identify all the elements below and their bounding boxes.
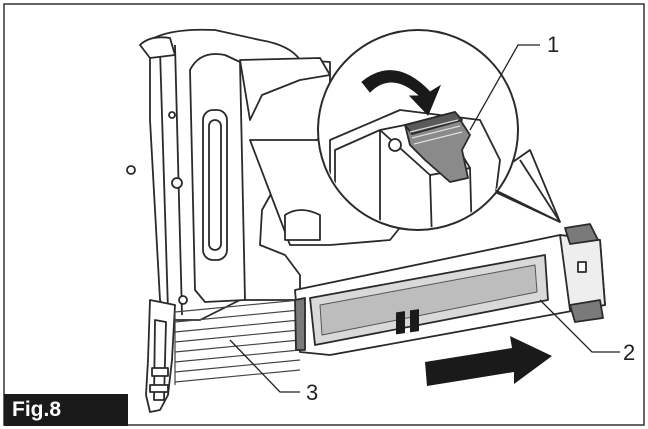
leader-lines bbox=[229, 44, 620, 393]
curved-arrow-icon bbox=[361, 70, 442, 116]
figure-label: Fig.8 bbox=[4, 394, 128, 426]
leader-line-3 bbox=[229, 339, 300, 393]
leader-line-2 bbox=[539, 299, 620, 353]
magazine-lock-lever bbox=[404, 111, 471, 183]
nail-strip bbox=[174, 299, 301, 385]
leader-line-1 bbox=[469, 44, 540, 131]
callout-number-3: 3 bbox=[306, 380, 319, 405]
detail-callout bbox=[317, 29, 561, 231]
callout-number-2: 2 bbox=[623, 340, 636, 365]
callout-number-1: 1 bbox=[547, 32, 560, 57]
right-arrow-icon bbox=[396, 309, 552, 386]
magazine bbox=[294, 223, 606, 356]
